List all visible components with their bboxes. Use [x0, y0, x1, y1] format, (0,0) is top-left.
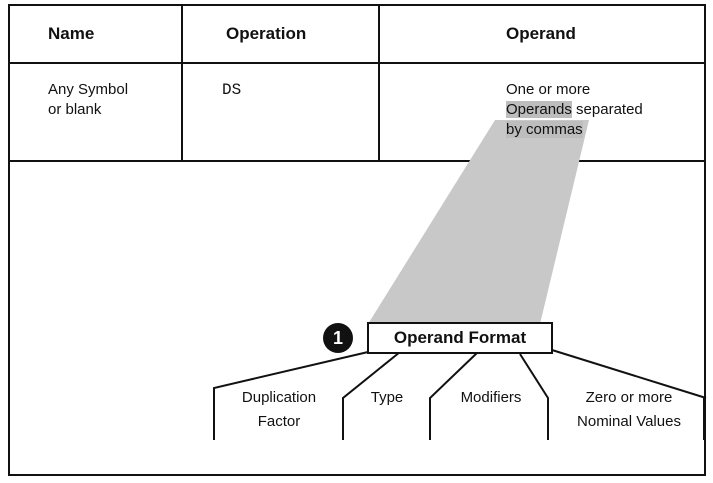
header-operand: Operand	[506, 24, 576, 43]
diagram-frame	[8, 4, 706, 476]
cell-operation: DS	[222, 81, 242, 99]
component-3-line-1: Modifiers	[460, 389, 522, 406]
component-nominal-values: Zero or more Nominal Values	[556, 386, 702, 434]
name-line-2: or blank	[48, 101, 102, 118]
branch-modifiers	[429, 351, 479, 440]
component-modifiers: Modifiers	[438, 386, 544, 410]
operand-line-1: One or more	[506, 81, 591, 98]
component-duplication-factor: Duplication Factor	[218, 386, 340, 434]
operand-line-3-text: by commas	[506, 121, 583, 138]
component-1-line-2: Factor	[257, 413, 301, 430]
header-name: Name	[48, 24, 95, 43]
branch-type	[342, 351, 401, 440]
cell-operand: One or more Operands separated by commas	[506, 80, 643, 140]
row-divider	[8, 160, 706, 162]
operand-highlight: Operands	[506, 101, 572, 118]
operand-line-2: Operands separated	[506, 100, 643, 120]
name-line-1: Any Symbol	[48, 81, 129, 98]
branch-nominal	[551, 349, 707, 399]
component-2-line-1: Type	[370, 389, 404, 406]
component-type: Type	[352, 386, 422, 410]
callout-number-badge: 1	[323, 323, 353, 353]
column-divider-1	[181, 4, 183, 162]
highlight-beam	[368, 120, 589, 324]
component-4-line-1: Zero or more	[585, 389, 673, 406]
header-operation: Operation	[226, 24, 307, 43]
cell-name: Any Symbol or blank	[48, 80, 128, 120]
operand-line-3: by commas	[506, 120, 643, 140]
column-divider-2	[378, 4, 380, 162]
operand-format-box: Operand Format	[367, 322, 553, 354]
component-1-line-1: Duplication	[241, 389, 317, 406]
operand-rest: separated	[576, 101, 643, 118]
branch-modifiers-right	[519, 353, 549, 440]
header-divider	[8, 62, 706, 64]
component-4-line-2: Nominal Values	[577, 413, 681, 430]
branch-duplication	[213, 351, 369, 440]
